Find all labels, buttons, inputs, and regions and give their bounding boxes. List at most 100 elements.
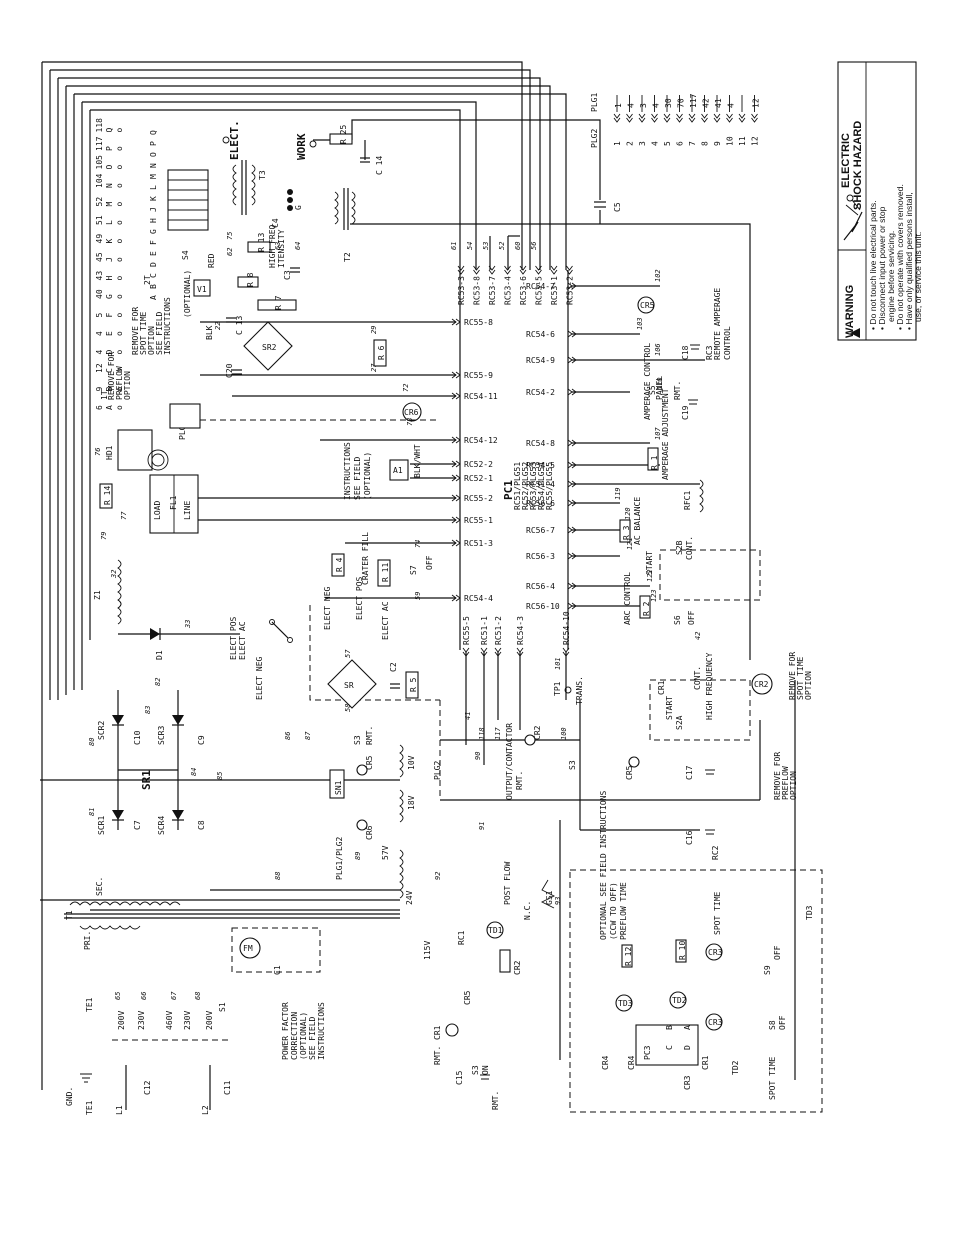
svg-text:SPOT TIME: SPOT TIME	[768, 1056, 777, 1100]
terminal-wire-number: 104	[95, 173, 104, 188]
connector-label: RC52-1	[464, 474, 493, 483]
connector-chevron	[462, 647, 470, 657]
wire-number: 84	[190, 768, 198, 776]
svg-text:S3: S3	[568, 760, 577, 770]
terminal-post: o	[115, 387, 124, 392]
resistor-r8: R 8	[237, 272, 259, 288]
svg-text:A1: A1	[393, 466, 403, 475]
work-output-terminal: WORK	[295, 133, 317, 160]
resistor-r25: R 25	[313, 125, 353, 145]
wire-number: 92	[434, 872, 442, 880]
wire-number: 33	[184, 620, 192, 629]
terminal-letter-2t: N	[149, 163, 158, 168]
high-frequency-switch-s2a: START CONT. HIGH FREQUENCY S2A CR1	[649, 652, 751, 741]
svg-text:CONT.: CONT.	[693, 666, 702, 690]
terminal-letter: B	[105, 387, 114, 392]
svg-text:SPOT TIME: SPOT TIME	[713, 891, 722, 935]
svg-text:RFC1: RFC1	[683, 491, 692, 510]
fl1-label: FL1	[169, 495, 178, 510]
pin-wire-number: 4	[652, 103, 661, 108]
connector-chevron	[550, 265, 558, 275]
svg-text:C: C	[665, 1045, 674, 1050]
svg-text:RMT.: RMT.	[515, 771, 524, 790]
wire-number: 90	[474, 752, 482, 760]
svg-text:CR6: CR6	[404, 408, 419, 417]
terminal-post: o	[115, 165, 124, 170]
svg-text:115V: 115V	[423, 941, 432, 960]
pin-number: 5	[663, 141, 672, 146]
svg-text:C18: C18	[681, 345, 690, 360]
svg-text:CR4: CR4	[627, 1055, 636, 1070]
terminal-letter: F	[105, 313, 114, 318]
wire-number: 65	[114, 992, 122, 1000]
wire-number: 107	[654, 427, 662, 440]
connector-chevron	[451, 516, 461, 524]
elect-output-terminal: ELECT.	[222, 120, 241, 160]
terminal-letter-2t: B	[149, 284, 158, 289]
svg-text:REMOVE FOR: REMOVE FOR	[788, 652, 797, 700]
wire-number: 93	[554, 897, 562, 905]
svg-text:C20: C20	[225, 363, 234, 378]
wire-number: 118	[478, 727, 486, 740]
wire-number: 64	[294, 242, 302, 250]
resistor-r4: R 4	[331, 553, 345, 577]
wire-number: 22	[214, 322, 222, 330]
pin-number: 3	[638, 141, 647, 146]
connector-label: RC56-3	[526, 552, 555, 561]
wire-number: 73	[406, 418, 414, 426]
svg-text:HIGH FREQUENCY: HIGH FREQUENCY	[705, 652, 714, 720]
svg-text:START: START	[645, 551, 654, 575]
wire-number: 85	[216, 772, 224, 780]
connector-chevron	[638, 113, 646, 123]
svg-text:PREFLOW TIME: PREFLOW TIME	[619, 882, 628, 940]
wire-number: 42	[694, 632, 702, 640]
connector-label: RC56-4	[526, 582, 555, 591]
svg-text:R 6: R 6	[377, 345, 386, 360]
svg-text:C 13: C 13	[235, 316, 244, 335]
terminal-letter-2t: E	[149, 251, 158, 256]
svg-text:R 1: R 1	[650, 455, 659, 470]
warning-label: WARNING ELECTRIC SHOCK HAZARD • Do not t…	[837, 61, 923, 341]
svg-text:SPOT TIME: SPOT TIME	[796, 656, 805, 700]
svg-text:ELECT NEG: ELECT NEG	[323, 586, 332, 630]
t2-label: T2	[343, 252, 352, 262]
svg-text:OFF: OFF	[773, 945, 782, 960]
connector-chevron	[688, 113, 696, 123]
svg-text:• Have only qualified persons: • Have only qualified persons install,	[904, 192, 914, 330]
svg-text:TRANS.: TRANS.	[575, 676, 584, 705]
connector-label: RC56-7	[526, 526, 555, 535]
resistor-r12: R 12	[621, 944, 633, 968]
rf-choke-rfc1: RFC1	[683, 479, 704, 513]
post-flow-control: TD1 POST FLOW N.C. GS1 RC1 CR2 CR5 CR1 S…	[433, 861, 556, 1110]
svg-text:S3: S3	[471, 1065, 480, 1075]
terminal-letter-2t: A	[149, 295, 158, 300]
wire-number: 76	[94, 448, 102, 456]
terminal-letter-2t: O	[149, 152, 158, 157]
pc1-plug-entry: RC51/PLG51	[513, 462, 522, 510]
input-terminals: 200V 230V 460V 230V 200V TE1 S1	[85, 997, 230, 1110]
svg-text:OPTION: OPTION	[804, 671, 813, 700]
inductor-z1: Z1	[93, 559, 122, 625]
connector-chevron	[519, 265, 527, 275]
svg-text:TE1: TE1	[85, 1100, 94, 1115]
svg-text:S9: S9	[763, 965, 772, 975]
svg-text:230V: 230V	[183, 1011, 192, 1030]
diode-d1: D1	[118, 628, 240, 660]
svg-text:CRATER FILL: CRATER FILL	[361, 532, 370, 585]
pin-number: 9	[713, 141, 722, 146]
terminal-letter: L	[105, 220, 114, 225]
wire-number: 89	[354, 852, 362, 860]
hd1-label: HD1	[105, 445, 114, 460]
connector-chevron	[567, 439, 577, 447]
pin-wire-number: 117	[689, 93, 698, 108]
svg-text:ELECT NEG: ELECT NEG	[255, 656, 264, 700]
wire-number: 56	[530, 242, 538, 250]
svg-text:TD2: TD2	[731, 1060, 740, 1075]
capacitor-c14: C 14	[360, 140, 384, 175]
terminal-post: o	[115, 350, 124, 355]
resistor-r10: R 10	[675, 939, 687, 963]
svg-text:OFF: OFF	[687, 610, 696, 625]
